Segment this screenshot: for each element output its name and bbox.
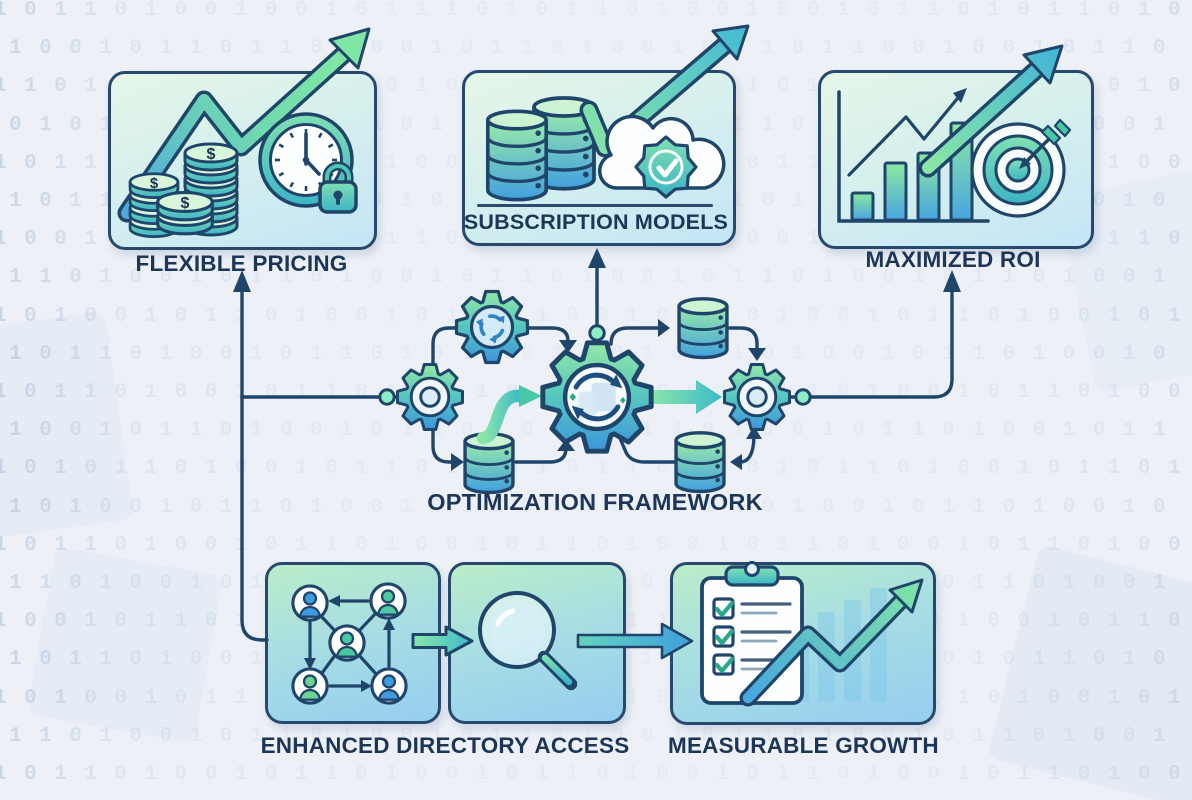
flow-arrow-to-growth [576, 622, 694, 660]
database-icon [674, 431, 726, 494]
svg-text:$: $ [150, 175, 159, 192]
growth-zigzag-arrow-icon [117, 27, 371, 223]
connector-left [240, 290, 269, 642]
connector-gear-to-db [431, 428, 454, 464]
flow-arrow-between-cards [411, 625, 474, 657]
node-dots [378, 324, 812, 406]
growth-arrow-icon [918, 44, 1064, 178]
magnifier-icon [478, 591, 578, 691]
sync-gear-icon [543, 343, 651, 451]
check-arrow-icon [579, 24, 750, 158]
connector-db-to-center2 [618, 436, 677, 464]
connector-gear-to-topgear [431, 326, 458, 366]
trend-line-icon [847, 88, 967, 177]
subscription-separator [477, 204, 713, 207]
connector-topgear-to-center [522, 326, 570, 343]
connector-arrowheads [233, 248, 961, 471]
label-subscription-models: SUBSCRIPTION MODELS [463, 210, 729, 234]
connector-lines [240, 264, 954, 642]
connector-db-to-rightgear [728, 326, 759, 351]
connector-right [786, 290, 954, 399]
person-icon [291, 667, 329, 705]
person-icon [291, 584, 329, 622]
people-network-icon [291, 582, 408, 705]
maximized-roi-art [837, 44, 1072, 223]
target-icon [970, 118, 1072, 218]
svg-text:$: $ [207, 146, 216, 163]
measurable-growth-art [700, 561, 924, 707]
cloud-check-icon [597, 114, 726, 199]
flexible-pricing-art: $ $ $ [117, 27, 371, 239]
label-enhanced-directory-access: ENHANCED DIRECTORY ACCESS [260, 733, 630, 758]
person-icon [328, 624, 366, 662]
growth-zigzag-arrow-icon [739, 578, 924, 707]
label-measurable-growth: MEASURABLE GROWTH [668, 733, 939, 758]
database-icon [677, 297, 729, 360]
gear-icon [723, 363, 791, 431]
coins-icon: $ $ $ [128, 142, 239, 239]
gear-icon [396, 363, 464, 431]
label-maximized-roi: MAXIMIZED ROI [865, 247, 1041, 272]
recycle-gear-icon [454, 289, 530, 365]
flow-arrow-right [650, 380, 722, 414]
subscription-models-art [485, 24, 750, 202]
connector-center-to-db [609, 326, 660, 346]
lock-icon [318, 161, 358, 214]
flow-arrow-left [476, 385, 542, 445]
database-icon [485, 109, 549, 202]
svg-text:$: $ [181, 195, 190, 212]
check-badge-icon [634, 135, 698, 199]
person-icon [369, 582, 407, 620]
person-icon [370, 667, 408, 705]
